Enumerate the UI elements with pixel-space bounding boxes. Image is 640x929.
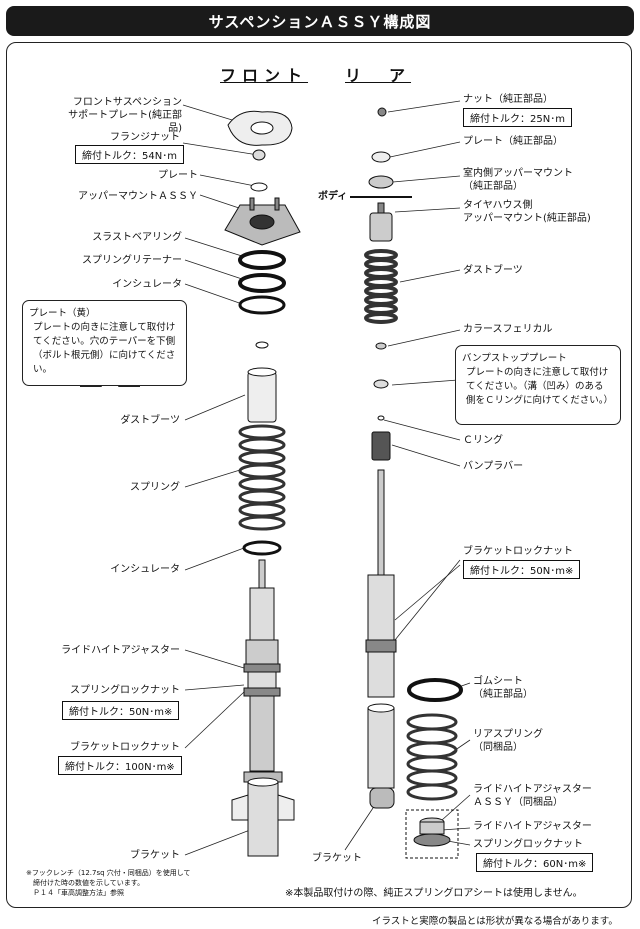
note-plate-yellow: プレート（黄） プレートの向きに注意して取付けてください。穴のテーパーを下側（ボ… <box>22 300 187 386</box>
rear-header: リ ア <box>345 66 412 85</box>
footnote-disclaimer: イラストと実際の製品とは形状が異なる場合があります。 <box>372 916 618 927</box>
label-collar-spherical: カラースフェリカル <box>463 324 553 335</box>
label-thrust-bearing: スラストベアリング <box>92 232 182 243</box>
label-c-ring: Ｃリング <box>463 435 503 446</box>
note-bump-stop-plate: バンプストッププレート プレートの向きに注意して取付けてください。（溝（凹み）の… <box>455 345 621 425</box>
label-rear-dust-boot: ダストブーツ <box>463 265 523 276</box>
label-rear-bracket: ブラケット <box>312 853 362 864</box>
label-rear-plate: プレート（純正部品） <box>463 136 563 147</box>
page-title: サスペンションＡＳＳＹ構成図 <box>6 6 634 36</box>
torque-front-spring-lock: 締付トルク：50N･m※ <box>62 701 180 720</box>
footnote-main: ※本製品取付けの際、純正スプリングロアシートは使用しません。 <box>285 888 583 899</box>
label-front-spring-lock-nut: スプリングロックナット <box>70 685 180 696</box>
label-ride-height-assy: ライドハイトアジャスター ＡＳＳＹ（同梱品） <box>473 784 592 808</box>
note-plate-yellow-title: プレート（黄） <box>29 308 96 319</box>
label-rear-spring-lock-nut: スプリングロックナット <box>473 839 583 850</box>
label-front-bracket-lock-nut: ブラケットロックナット <box>70 742 180 753</box>
label-rubber-seat: ゴムシート （純正部品） <box>473 676 533 700</box>
torque-flange-nut: 締付トルク：54N･m <box>75 145 184 164</box>
label-front-dust-boot: ダストブーツ <box>120 415 180 426</box>
torque-front-bracket-lock: 締付トルク：100N･m※ <box>58 756 182 775</box>
label-rear-nut: ナット（純正部品） <box>463 94 553 105</box>
label-front-ride-height: ライドハイトアジャスター <box>61 645 180 656</box>
label-rear-bracket-lock-nut: ブラケットロックナット <box>463 546 573 557</box>
front-header: フロント <box>220 66 309 85</box>
label-rear-spring: リアスプリング （同梱品） <box>473 729 543 753</box>
note-plate-yellow-body: プレートの向きに注意して取付けてください。穴のテーパーを下側（ボルト根元側）に向… <box>33 322 176 375</box>
label-bump-rubber: バンプラバー <box>463 461 524 472</box>
label-spring-retainer: スプリングリテーナー <box>82 255 182 266</box>
note-bump-stop-title: バンプストッププレート <box>462 353 567 364</box>
label-rear-ride-height: ライドハイトアジャスター <box>473 821 592 832</box>
torque-rear-bracket-lock: 締付トルク：50N･m※ <box>463 560 581 579</box>
note-bump-stop-body: プレートの向きに注意して取付けてください。（溝（凹み）のある側をＣリングに向けて… <box>466 367 613 406</box>
label-flange-nut: フランジナット <box>110 132 180 143</box>
torque-rear-nut: 締付トルク：25N･m <box>463 108 572 127</box>
label-insulator-top: インシュレータ <box>112 279 182 290</box>
label-tirehouse-mount: タイヤハウス側 アッパーマウント(純正部品) <box>463 200 591 224</box>
footnote-wrench: ※フックレンチ（12.7sq 穴付・同梱品）を使用して 締付けた時の数値を示して… <box>26 869 191 897</box>
diagram-frame <box>6 42 632 908</box>
label-indoor-mount: 室内側アッパーマウント （純正部品） <box>463 168 573 192</box>
label-front-plate: プレート <box>158 170 198 181</box>
label-front-spring: スプリング <box>130 482 180 493</box>
label-insulator-bottom: インシュレータ <box>110 564 180 575</box>
torque-rear-spring-lock: 締付トルク：60N･m※ <box>476 853 594 872</box>
label-body: ボディ <box>318 191 348 202</box>
label-front-bracket: ブラケット <box>130 850 180 861</box>
label-upper-mount: アッパーマウントＡＳＳＹ <box>78 191 198 202</box>
label-support-plate: フロントサスペンション サポートプレート(純正部品) <box>68 97 182 134</box>
